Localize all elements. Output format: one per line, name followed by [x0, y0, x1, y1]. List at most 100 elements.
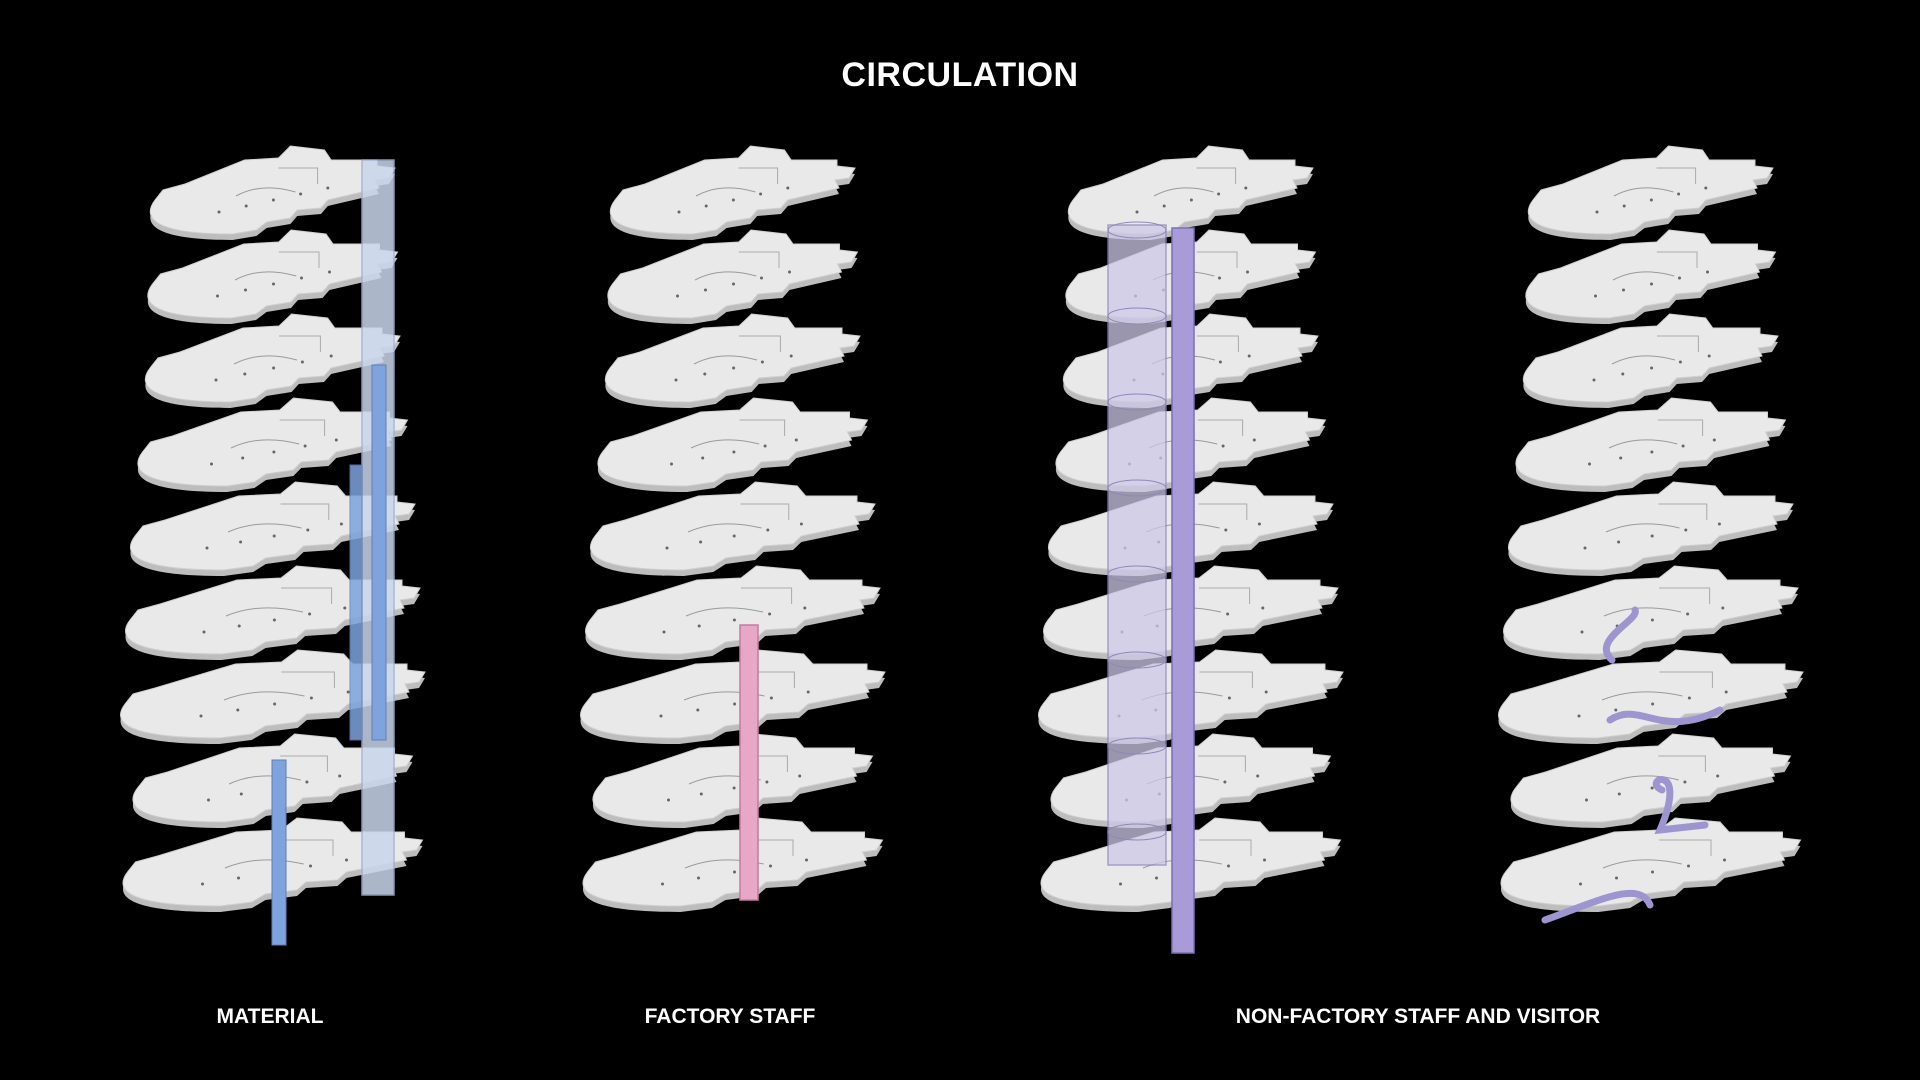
- floor-plate: [144, 313, 401, 408]
- structural-column-dot: [1615, 876, 1618, 880]
- floor-slab: [589, 481, 876, 571]
- floor-detail-line: [739, 419, 786, 436]
- structural-column-dot: [732, 534, 736, 538]
- structural-column-dot: [676, 294, 679, 298]
- floor-stack-2: [580, 145, 886, 912]
- floor-detail-line: [693, 355, 758, 365]
- structural-column-dot: [803, 606, 807, 610]
- structural-column-dot: [1723, 858, 1726, 862]
- structural-column-dot: [244, 288, 247, 292]
- structural-column-dot: [343, 606, 347, 610]
- floor-plate: [582, 817, 884, 912]
- structural-column-dot: [766, 528, 770, 532]
- structural-column-dot: [205, 546, 209, 550]
- structural-column-dot: [1712, 438, 1716, 442]
- structural-column-dot: [1217, 192, 1221, 196]
- floor-detail-line: [280, 503, 330, 520]
- floor-detail-line: [695, 187, 756, 197]
- structural-column-dot: [1717, 522, 1721, 526]
- structural-column-dot: [1677, 192, 1681, 196]
- floor-detail-line: [279, 419, 326, 436]
- structural-column-dot: [674, 378, 678, 382]
- structural-column-dot: [1619, 456, 1623, 460]
- structural-column-dot: [334, 438, 338, 442]
- structural-column-dot: [732, 282, 735, 286]
- floor-detail-line: [234, 271, 297, 281]
- floor-detail-line: [1198, 503, 1248, 520]
- structural-column-dot: [1716, 774, 1720, 778]
- structural-column-dot: [239, 540, 243, 544]
- structural-column-dot: [1256, 774, 1260, 778]
- structural-column-dot: [272, 366, 276, 370]
- floor-detail-line: [235, 187, 296, 197]
- structural-column-dot: [1247, 354, 1251, 358]
- structural-column-dot: [1585, 798, 1588, 802]
- floor-plate: [125, 565, 421, 660]
- floor-stack-1: [120, 145, 426, 912]
- structural-column-dot: [345, 858, 348, 862]
- structural-column-dot: [272, 618, 276, 622]
- structural-column-dot: [241, 456, 245, 460]
- structural-column-dot: [1252, 438, 1256, 442]
- visitor-ramp: [1652, 776, 1709, 835]
- structural-column-dot: [1261, 606, 1265, 610]
- structural-column-dot: [1687, 696, 1691, 700]
- floor-slab: [1527, 145, 1774, 235]
- structural-column-dot: [299, 192, 303, 196]
- structural-column-dot: [665, 546, 669, 550]
- floor-detail-line: [1198, 755, 1246, 772]
- structural-column-dot: [273, 702, 277, 706]
- structural-column-dot: [732, 366, 736, 370]
- structural-column-dot: [768, 612, 772, 616]
- structural-column-dot: [1263, 858, 1266, 862]
- floor-detail-line: [687, 523, 762, 533]
- structural-column-dot: [328, 270, 331, 274]
- structural-column-dot: [1650, 450, 1654, 454]
- structural-column-dot: [1244, 186, 1248, 190]
- visitor-cylinder-ring: [1107, 393, 1167, 411]
- floor-detail-line: [1197, 419, 1244, 436]
- structural-column-dot: [1595, 210, 1599, 214]
- floor-detail-line: [1611, 355, 1676, 365]
- structural-column-dot: [1257, 522, 1261, 526]
- structural-column-dot: [303, 444, 307, 448]
- floor-detail-line: [1656, 167, 1697, 184]
- structural-column-dot: [697, 624, 701, 628]
- structural-column-dot: [732, 786, 736, 790]
- floor-detail-line: [739, 335, 781, 352]
- floor-detail-line: [1199, 587, 1251, 604]
- structural-column-dot: [1678, 276, 1681, 280]
- structural-column-dot: [216, 294, 219, 298]
- structural-column-dot: [1681, 444, 1685, 448]
- structural-column-dot: [733, 870, 736, 874]
- structural-column-dot: [1264, 690, 1268, 694]
- structural-column-dot: [659, 714, 663, 718]
- structural-column-dot: [789, 354, 793, 358]
- structural-column-dot: [272, 282, 275, 286]
- structural-column-dot: [309, 696, 313, 700]
- structural-column-dot: [701, 456, 705, 460]
- structural-column-dot: [300, 360, 304, 364]
- structural-column-dot: [1579, 882, 1582, 886]
- floor-detail-line: [1612, 271, 1675, 281]
- structural-column-dot: [1621, 372, 1625, 376]
- material-lift-upper: [371, 364, 387, 741]
- structural-column-dot: [329, 354, 333, 358]
- material-lift-lower: [271, 759, 287, 946]
- structural-column-dot: [1724, 690, 1728, 694]
- structural-column-dot: [786, 186, 790, 190]
- structural-column-dot: [1189, 198, 1193, 202]
- structural-column-dot: [1706, 270, 1709, 274]
- structural-column-dot: [704, 204, 708, 208]
- structural-column-dot: [1162, 204, 1166, 208]
- structural-column-dot: [769, 696, 773, 700]
- structural-column-dot: [732, 450, 736, 454]
- structural-column-dot: [699, 792, 703, 796]
- floor-detail-line: [278, 251, 320, 268]
- floor-stack-4: [1498, 145, 1804, 912]
- visitor-elevator-core: [1171, 227, 1195, 954]
- structural-column-dot: [760, 276, 763, 280]
- structural-column-dot: [1651, 702, 1655, 706]
- material-column-label: MATERIAL: [216, 1005, 324, 1028]
- visitor-ramp: [1541, 889, 1654, 924]
